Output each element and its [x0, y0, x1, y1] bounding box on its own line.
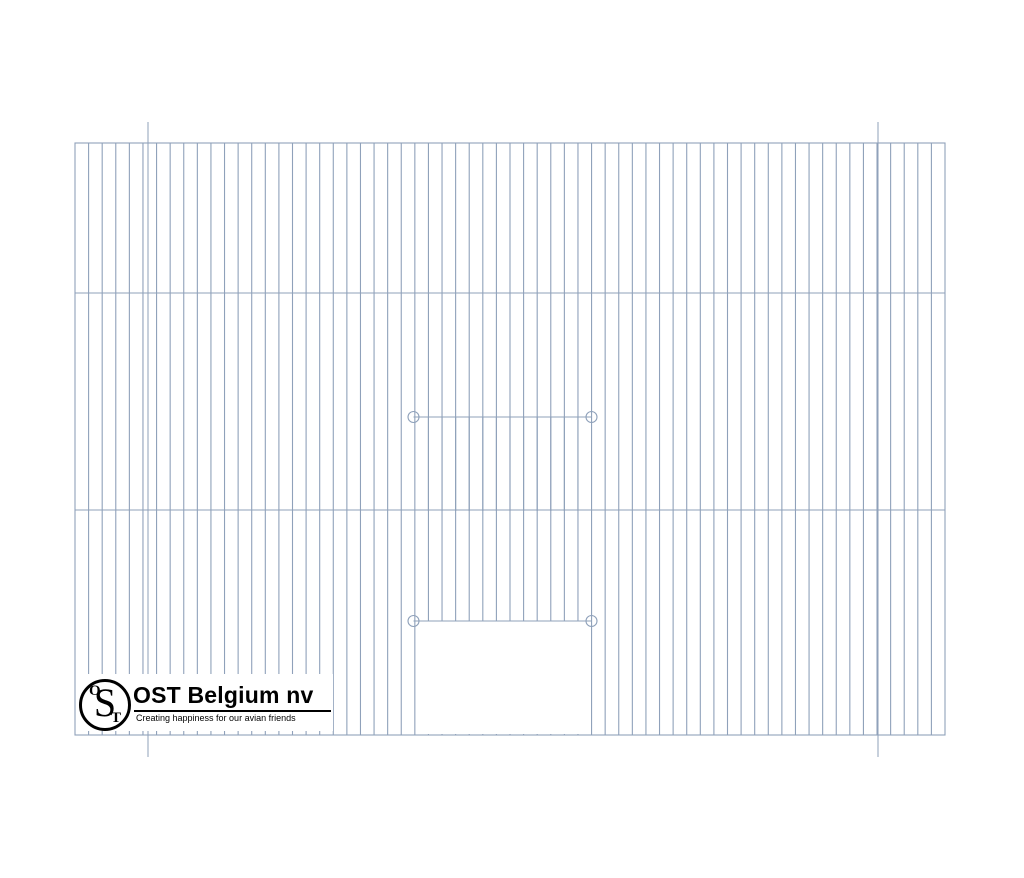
door-hook-right: [585, 614, 598, 628]
monogram-letter-o: O: [89, 683, 101, 699]
brand-tagline: Creating happiness for our avian friends: [136, 713, 296, 723]
door-hook-left: [407, 614, 420, 628]
ost-monogram-icon: O S T: [79, 679, 131, 731]
brand-divider: [134, 710, 331, 712]
monogram-letter-s: S: [93, 680, 117, 725]
reference-lines: [147, 122, 879, 757]
door-opening: [416, 511, 591, 734]
monogram-letter-t: T: [110, 710, 121, 726]
sliding-door: [407, 410, 598, 628]
brand-name: OST Belgium nv: [133, 682, 314, 708]
door-hook-right: [585, 410, 598, 424]
door-hook-left: [407, 410, 420, 424]
